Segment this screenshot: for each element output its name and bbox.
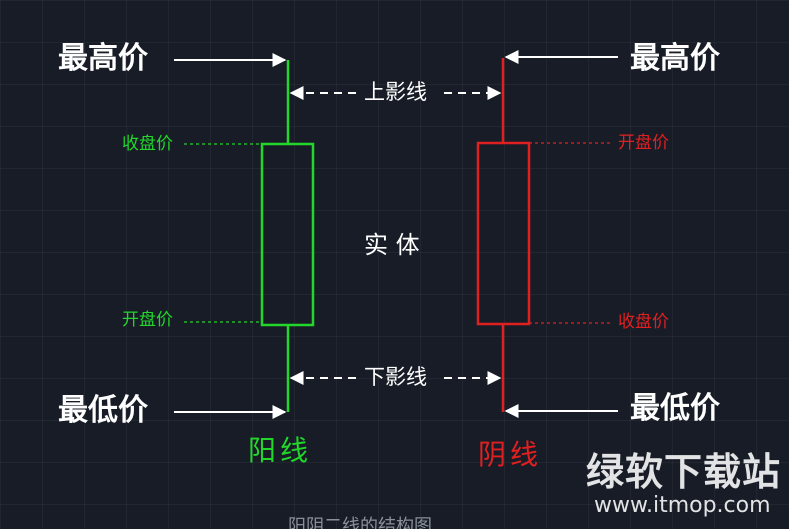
high-price-label-right: 最高价 (630, 41, 720, 76)
body-label: 实 体 (364, 231, 420, 259)
yin-candle (476, 58, 612, 412)
low-price-label-right: 最低价 (630, 391, 720, 426)
yin-body (476, 141, 531, 326)
diagram-caption: 阳阴二线的结构图 (288, 516, 432, 529)
watermark-site-url: www.itmop.com (594, 493, 771, 518)
yin-line-title: 阴线 (478, 438, 543, 471)
yang-close-price-label: 收盘价 (122, 134, 173, 154)
yang-open-price-label: 开盘价 (122, 310, 173, 330)
yang-candle (184, 60, 315, 412)
yin-open-price-label: 开盘价 (618, 133, 669, 153)
yang-body (260, 142, 315, 327)
lower-shadow-label: 下影线 (364, 365, 427, 389)
upper-shadow-label: 上影线 (364, 80, 427, 104)
watermark-site-name: 绿软下载站 (586, 450, 782, 494)
yin-close-price-label: 收盘价 (618, 312, 669, 332)
low-price-label-left: 最低价 (58, 393, 148, 428)
yang-line-title: 阳线 (248, 434, 313, 467)
high-price-label-left: 最高价 (58, 41, 148, 76)
